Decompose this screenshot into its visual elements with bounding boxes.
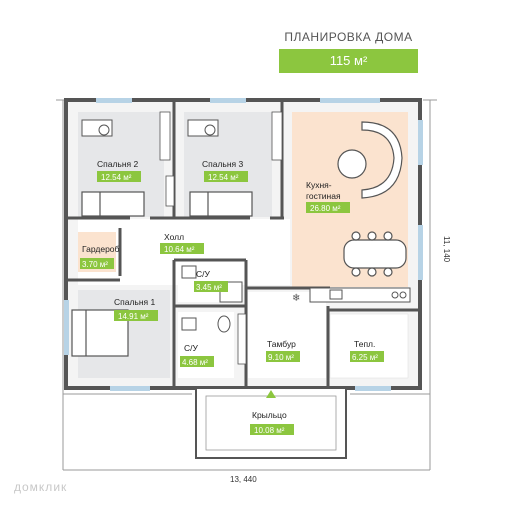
kitchen-name-line1: Кухня- [306, 180, 332, 190]
total-area-badge: 115 м² [279, 49, 418, 73]
boiler-area: 6.25 м² [352, 353, 378, 362]
porch-area-badge [250, 424, 294, 435]
boiler-name: Тепл. [354, 339, 375, 349]
plan-title: ПЛАНИРОВКА ДОМА [284, 30, 413, 44]
kitchen-area: 26.80 м² [310, 204, 341, 213]
bath1-area: 3.45 м² [196, 283, 222, 292]
porch-area: 10.08 м² [254, 426, 285, 435]
bath2-area: 4.68 м² [182, 358, 208, 367]
porch [195, 387, 347, 459]
kitchen-area-badge [306, 202, 350, 213]
vestibule-floor [248, 292, 326, 378]
site-outline [56, 99, 437, 471]
bedroom2-area: 12.54 м² [101, 173, 132, 182]
bath2-name: С/У [184, 343, 199, 353]
bath1-name: С/У [196, 269, 211, 279]
brand-watermark: домклик [14, 480, 68, 494]
wardrobe-name: Гардероб [82, 244, 120, 254]
bedroom1-area: 14.91 м² [118, 312, 149, 321]
vestibule-area-badge [266, 351, 300, 362]
porch-name: Крыльцо [252, 410, 287, 420]
boiler-floor [329, 313, 409, 379]
hall-area: 10.64 м² [164, 245, 195, 254]
bath2-fixtures [181, 315, 231, 333]
windows [64, 98, 423, 391]
wardrobe-area-badge [80, 258, 114, 269]
closets [159, 111, 283, 365]
bedroom1-area-badge [114, 310, 158, 321]
wardrobe-area: 3.70 м² [82, 260, 108, 269]
sofa [337, 121, 403, 199]
kitchen-counter [309, 287, 411, 303]
bed-bedroom2 [81, 191, 145, 217]
bedroom3-area-badge [204, 171, 248, 182]
desk-bedroom3 [187, 119, 219, 137]
bed-bedroom3 [189, 191, 253, 217]
kitchen-name-line2: гостиная [306, 191, 341, 201]
bedroom1-name: Спальня 1 [114, 297, 156, 307]
width-dimension: 13, 440 [230, 475, 257, 484]
bath1-area-badge [194, 281, 228, 292]
dining-table [343, 231, 407, 277]
height-dimension: 11, 140 [442, 236, 451, 263]
hall-name: Холл [164, 232, 184, 242]
desk-bedroom2 [81, 119, 113, 137]
hall-area-badge [160, 243, 204, 254]
bath2-area-badge [180, 356, 214, 367]
snowflake-icon: ❄ [292, 293, 300, 304]
bedroom3-area: 12.54 м² [208, 173, 239, 182]
bedroom2-area-badge [97, 171, 141, 182]
vestibule-name: Тамбур [267, 339, 296, 349]
vestibule-area: 9.10 м² [268, 353, 294, 362]
bedroom2-name: Спальня 2 [97, 159, 139, 169]
bedroom3-name: Спальня 3 [202, 159, 244, 169]
boiler-area-badge [350, 351, 384, 362]
